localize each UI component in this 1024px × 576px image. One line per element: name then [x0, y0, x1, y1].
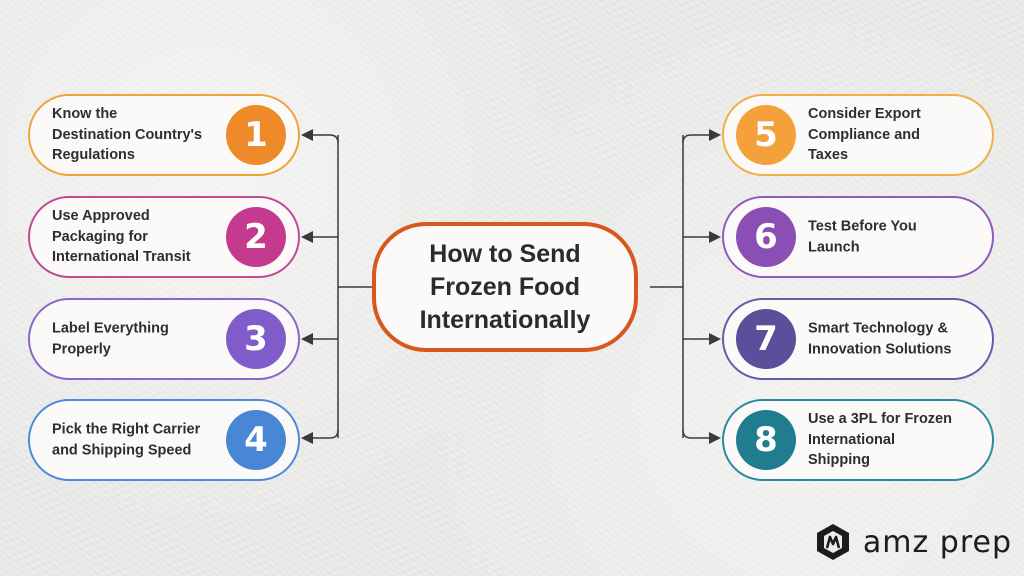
step-4-label: Pick the Right Carrier and Shipping Spee…	[52, 421, 201, 458]
step-7-label: Smart Technology & Innovation Solutions	[808, 320, 952, 357]
arrow-to-step-8	[682, 429, 721, 444]
step-5-card: 5 Consider Export Compliance and Taxes	[722, 94, 994, 176]
brand-logo: amz prep	[813, 522, 1012, 562]
step-5-label: Consider Export Compliance and Taxes	[808, 106, 921, 164]
step-1-number-badge: 1	[226, 105, 286, 165]
amz-prep-logo-icon	[816, 524, 849, 560]
step-8-label: Use a 3PL for Frozen International Shipp…	[808, 411, 952, 469]
step-1-card: Know the Destination Country's Regulatio…	[28, 94, 300, 176]
step-2-card: Use Approved Packaging for International…	[28, 196, 300, 278]
step-6-label: Test Before You Launch	[808, 218, 917, 255]
step-8-number-badge: 8	[736, 410, 796, 470]
step-2-number-badge: 2	[226, 207, 286, 267]
step-3-label: Label Everything Properly	[52, 320, 169, 357]
step-6-card: 6 Test Before You Launch	[722, 196, 994, 278]
step-4-card: Pick the Right Carrier and Shipping Spee…	[28, 399, 300, 481]
step-3-number-badge: 3	[226, 309, 286, 369]
central-topic-title: How to Send Frozen Food Internationally	[419, 239, 591, 334]
step-1-label: Know the Destination Country's Regulatio…	[52, 106, 203, 164]
arrow-to-step-5	[682, 129, 721, 144]
arrow-to-step-1	[301, 129, 339, 144]
step-8-card: 8 Use a 3PL for Frozen International Shi…	[722, 399, 994, 481]
brand-name: amz prep	[862, 524, 1012, 560]
step-3-card: Label Everything Properly 3	[28, 298, 300, 380]
central-topic-box: How to Send Frozen Food Internationally	[372, 222, 638, 352]
step-2-label: Use Approved Packaging for International…	[52, 208, 191, 266]
step-7-card: 7 Smart Technology & Innovation Solution…	[722, 298, 994, 380]
step-5-number-badge: 5	[736, 105, 796, 165]
step-6-number-badge: 6	[736, 207, 796, 267]
step-4-number-badge: 4	[226, 410, 286, 470]
step-7-number-badge: 7	[736, 309, 796, 369]
arrow-to-step-4	[301, 429, 339, 444]
